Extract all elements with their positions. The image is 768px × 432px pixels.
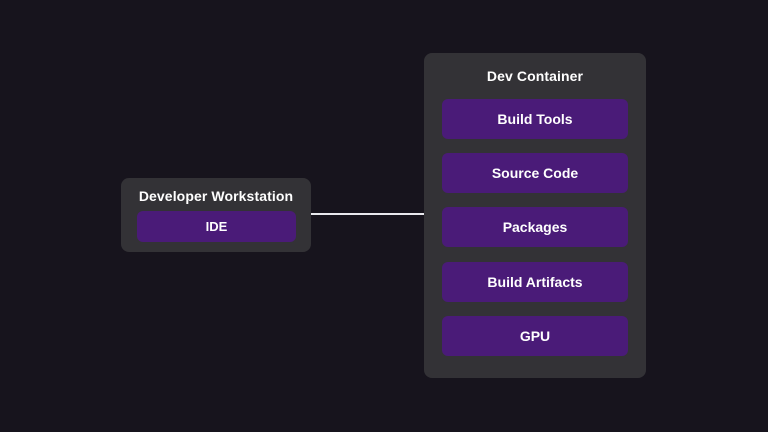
ide-chip[interactable]: IDE xyxy=(137,211,296,242)
source-code-chip[interactable]: Source Code xyxy=(442,153,628,193)
packages-chip[interactable]: Packages xyxy=(442,207,628,247)
dev-container-title: Dev Container xyxy=(486,68,584,84)
connector-workstation-to-container xyxy=(311,213,424,215)
build-tools-chip[interactable]: Build Tools xyxy=(442,99,628,139)
build-artifacts-chip[interactable]: Build Artifacts xyxy=(442,262,628,302)
developer-workstation-node[interactable]: Developer Workstation IDE xyxy=(121,178,311,252)
developer-workstation-title: Developer Workstation xyxy=(138,188,294,204)
gpu-chip[interactable]: GPU xyxy=(442,316,628,356)
dev-container-node[interactable]: Dev Container Build Tools Source Code Pa… xyxy=(424,53,646,378)
